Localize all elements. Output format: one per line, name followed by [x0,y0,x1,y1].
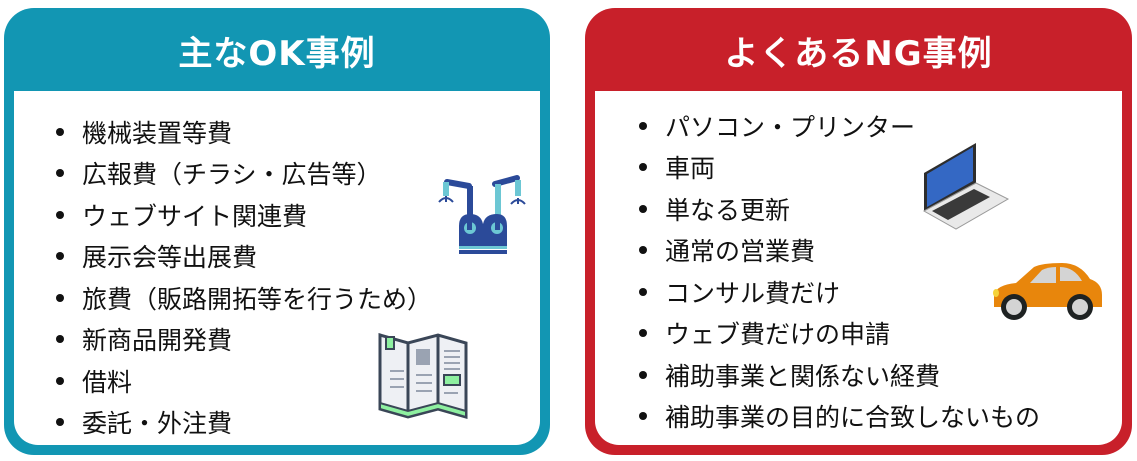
item-text: 借料 [82,367,133,397]
list-item: ウェブサイト関連費 [14,194,432,236]
item-text: 委託・外注費 [82,409,233,439]
bullet-icon [639,163,647,172]
ok-list-box: 機械装置等費 広報費（チラシ・広告等） ウェブサイト関連費 展示会等出展費 旅費… [14,91,540,445]
item-text: 通常の営業費 [665,237,816,267]
bullet-icon [56,169,64,178]
list-item: コンサル費だけ [595,271,1040,313]
bullet-icon [56,335,64,344]
list-item: 機械装置等費 [14,111,432,153]
bullet-icon [639,412,647,421]
list-item: 広報費（チラシ・広告等） [14,153,432,195]
bullet-icon [639,370,647,379]
list-item: 補助事業の目的に合致しないもの [595,396,1040,438]
bullet-icon [56,418,64,427]
ng-list-box: パソコン・プリンター 車両 単なる更新 通常の営業費 コンサル費だけ ウェブ費だ… [595,91,1122,445]
item-text: 旅費（販路開拓等を行うため） [82,284,433,314]
bullet-icon [639,329,647,338]
bullet-icon [639,204,647,213]
list-item: 通常の営業費 [595,230,1040,272]
list-item: パソコン・プリンター [595,105,1040,147]
item-text: 補助事業と関係ない経費 [665,361,941,391]
ok-title: 主なOK事例 [178,33,376,74]
bullet-icon [639,287,647,296]
item-text: 単なる更新 [665,195,791,225]
bullet-icon [56,376,64,385]
laptop-icon [922,143,1010,230]
ng-title: よくあるNG事例 [724,33,993,74]
robot-arm-icon [438,175,526,254]
ng-list: パソコン・プリンター 車両 単なる更新 通常の営業費 コンサル費だけ ウェブ費だ… [595,105,1040,437]
item-text: ウェブ費だけの申請 [665,320,891,350]
ng-examples-panel: よくあるNG事例 パソコン・プリンター 車両 単なる更新 通常の営業費 コンサル… [585,8,1132,455]
list-item: 旅費（販路開拓等を行うため） [14,277,432,319]
item-text: パソコン・プリンター [665,112,916,142]
bullet-icon [56,210,64,219]
item-text: 展示会等出展費 [82,243,258,273]
list-item: 車両 [595,147,1040,189]
bullet-icon [56,127,64,136]
ok-list: 機械装置等費 広報費（チラシ・広告等） ウェブサイト関連費 展示会等出展費 旅費… [14,111,432,443]
bullet-icon [56,293,64,302]
item-text: 広報費（チラシ・広告等） [82,160,382,190]
item-text: 補助事業の目的に合致しないもの [665,403,1041,433]
bullet-icon [639,121,647,130]
item-text: 車両 [665,154,716,184]
list-item: 新商品開発費 [14,319,432,361]
item-text: ウェブサイト関連費 [82,201,308,231]
ok-examples-panel: 主なOK事例 機械装置等費 広報費（チラシ・広告等） ウェブサイト関連費 展示会… [4,8,550,455]
list-item: 単なる更新 [595,188,1040,230]
brochure-icon [378,333,468,419]
list-item: 借料 [14,360,432,402]
list-item: ウェブ費だけの申請 [595,313,1040,355]
list-item: 委託・外注費 [14,402,432,444]
item-text: コンサル費だけ [665,278,841,308]
list-item: 補助事業と関係ない経費 [595,354,1040,396]
bullet-icon [639,246,647,255]
list-item: 展示会等出展費 [14,236,432,278]
item-text: 新商品開発費 [82,326,233,356]
bullet-icon [56,252,64,261]
car-icon [993,263,1102,320]
item-text: 機械装置等費 [82,118,233,148]
